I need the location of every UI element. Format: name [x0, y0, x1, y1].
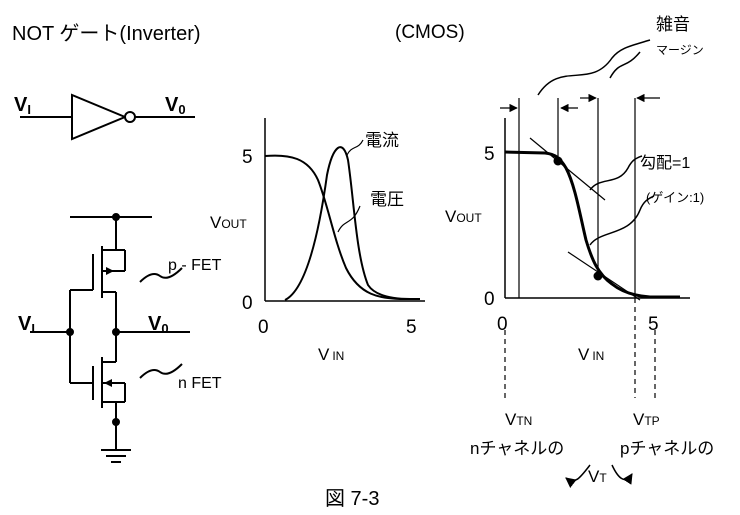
noise-margin-leader-1	[537, 39, 651, 96]
pfet-label: p - FET	[168, 257, 222, 274]
n-channel-label: nチャネルの	[470, 439, 564, 458]
nfet-leader	[139, 363, 183, 379]
graph2-xtick-0: 0	[497, 314, 508, 335]
current-label: 電流	[365, 131, 399, 150]
slope-leader-1	[589, 155, 643, 191]
slope-leader-2	[589, 195, 655, 246]
cmos-circuit	[30, 213, 190, 463]
noise-margin-label: 雑音	[656, 15, 690, 34]
tangent-lower	[567, 251, 641, 301]
symbol-output-label: V0	[165, 94, 186, 117]
graph1-ytick-0: 0	[242, 293, 253, 314]
tangent-upper	[529, 137, 606, 201]
voltage-curve	[264, 154, 420, 300]
current-curve	[284, 146, 411, 301]
graph2-ytick-5: 5	[484, 144, 495, 165]
noise-margin-leader-2	[609, 51, 641, 79]
vt-arrow-left	[565, 464, 591, 488]
vtp-label: VTP	[633, 410, 660, 429]
pfet-arrow	[106, 267, 114, 275]
transfer-curve	[504, 150, 680, 299]
nfet-arrow	[104, 379, 112, 387]
circuit-output-label: V0	[148, 313, 169, 336]
graph1-ytick-5: 5	[242, 147, 253, 168]
graph2-ytick-0: 0	[484, 289, 495, 310]
figure-caption: 図 7-3	[325, 488, 379, 510]
buffer-triangle	[71, 93, 128, 141]
graph1-xtick-5: 5	[406, 317, 417, 338]
title-right: (CMOS)	[395, 22, 465, 43]
graph2-xtick-5: 5	[648, 314, 659, 335]
inversion-bubble	[124, 111, 136, 123]
nfet-label: n FET	[178, 375, 222, 392]
vt-arrow-right	[611, 464, 633, 485]
graph1-ylabel: VOUT	[210, 213, 247, 232]
circuit-input-label: VI	[18, 313, 35, 336]
gain-label: (ゲイン:1)	[646, 190, 704, 205]
not-gate-symbol: VI V0	[14, 93, 195, 141]
vt-label: VT	[588, 467, 607, 486]
noise-margin-label-small: マージン	[656, 43, 704, 57]
voltage-label: 電圧	[370, 190, 404, 209]
graph1-xtick-0: 0	[258, 317, 269, 338]
symbol-input-label: VI	[14, 94, 31, 117]
pfet-leader	[139, 267, 183, 283]
title-left: NOT ゲート(Inverter)	[12, 22, 201, 45]
graph2-ylabel: VOUT	[445, 207, 482, 226]
slope-label: 勾配=1	[640, 154, 690, 172]
vtn-label: VTN	[505, 410, 532, 429]
p-channel-label: pチャネルの	[620, 439, 714, 458]
